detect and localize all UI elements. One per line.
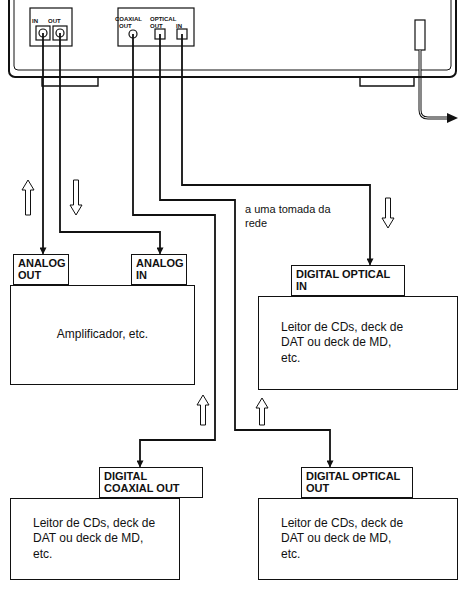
flow-arrow [70,180,82,215]
device-name: Amplificador, etc. [57,327,148,343]
power-cord [420,50,448,118]
device-box: DIGITAL OPTICAL OUTLeitor de CDs, deck d… [258,498,458,580]
outlet-note: a uma tomada da rede [243,203,339,231]
cord-arrow [447,113,458,123]
jack-label: OUT [150,23,163,29]
signal-cable [160,34,330,467]
signal-cable [133,34,215,467]
connector-heading: DIGITAL OPTICAL OUT [301,467,413,498]
device-box: DIGITAL OPTICAL INLeitor de CDs, deck de… [258,296,458,390]
power-cord [420,50,448,118]
device-box: ANALOG OUTANALOG INAmplificador, etc. [10,285,195,385]
jack-label: IN [32,18,38,24]
jack-label: COAXIAL [115,16,142,22]
device-name: Leitor de CDs, deck de DAT ou deck de MD… [281,516,409,563]
connector-heading: DIGITAL COAXIAL OUT [99,467,203,498]
deck-panel [14,0,451,70]
foot [360,77,414,86]
device-name: Leitor de CDs, deck de DAT ou deck de MD… [281,320,409,367]
signal-cable [42,33,44,254]
jack-label: OUT [48,18,61,24]
flow-arrow [197,395,209,425]
device-name: Leitor de CDs, deck de DAT ou deck de MD… [33,516,157,563]
connector-heading: DIGITAL OPTICAL IN [291,265,405,296]
jack-label: OUT [119,23,132,29]
analog-panel [30,8,72,46]
jack-label: OPTICAL [150,16,176,22]
foot [42,77,98,86]
flow-arrow [256,398,268,425]
deck-rear-panel: INOUTCOAXIALOPTICALOUTOUTIN [8,0,457,78]
flow-arrow [382,198,394,228]
flow-arrow [22,180,34,215]
device-box: DIGITAL COAXIAL OUTLeitor de CDs, deck d… [10,498,180,580]
signal-cable [182,34,370,265]
connector-heading: ANALOG IN [131,254,187,285]
connector-heading: ANALOG OUT [13,254,69,285]
jack-label: IN [176,23,182,29]
signal-cable [60,33,160,254]
cord-socket [415,20,425,50]
